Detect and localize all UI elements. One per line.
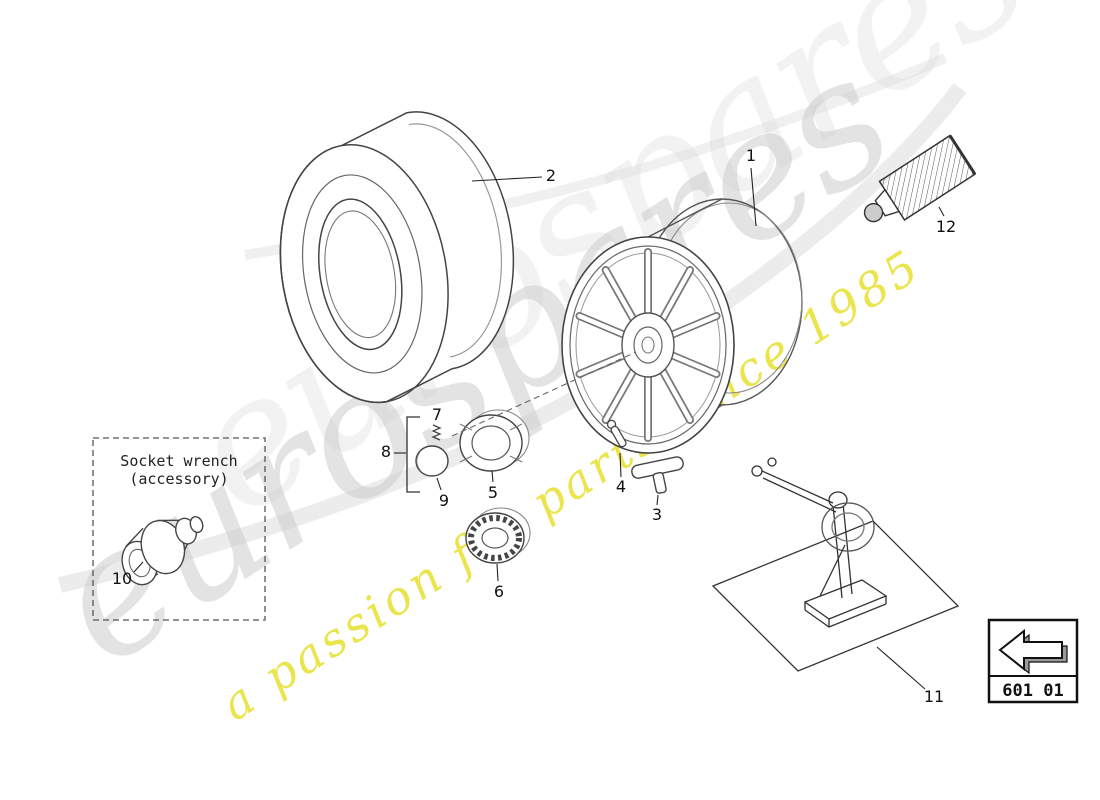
tire-drawing xyxy=(279,111,515,404)
section-nav-box[interactable]: 601 01 xyxy=(987,618,1079,704)
socket-wrench-box: Socket wrench (accessory) xyxy=(92,437,266,621)
leader-line-1 xyxy=(750,167,757,227)
socket-wrench-drawing xyxy=(121,516,204,586)
leader-line-3 xyxy=(656,494,659,506)
valve-stem-drawing xyxy=(606,419,627,448)
pin-drawing xyxy=(431,424,442,441)
part-label-2: 2 xyxy=(546,166,556,185)
leader-line-9 xyxy=(436,477,442,491)
bracket-8 xyxy=(406,416,420,493)
part-label-4: 4 xyxy=(616,477,626,496)
part-label-9: 9 xyxy=(439,491,449,510)
part-label-6: 6 xyxy=(494,582,504,601)
wheel-drawing xyxy=(561,198,803,454)
wheel-spokes xyxy=(575,248,721,442)
leader-line-5 xyxy=(491,470,494,483)
lock-ring-drawing xyxy=(459,409,530,472)
leader-line-10 xyxy=(133,561,144,573)
leader-lines xyxy=(133,167,945,690)
accessory-label-line2: (accessory) xyxy=(129,470,228,488)
watermark: eurospares eurospares a passion for part… xyxy=(17,0,1058,731)
back-arrow-icon xyxy=(998,628,1068,675)
cap-drawing xyxy=(415,445,449,477)
part-label-11: 11 xyxy=(924,687,944,706)
tube-drawing xyxy=(863,134,977,223)
part-label-8: 8 xyxy=(381,442,391,461)
accessory-label-line1: Socket wrench xyxy=(120,452,237,470)
ground-diamond xyxy=(711,520,960,672)
toothed-ring-drawing xyxy=(465,507,531,564)
assembly-axis-dashed-line xyxy=(451,351,637,437)
leader-line-4 xyxy=(619,452,622,478)
valve-tool-drawing xyxy=(631,456,684,494)
part-label-1: 1 xyxy=(746,146,756,165)
tube-cap xyxy=(863,202,884,223)
part-label-12: 12 xyxy=(936,217,956,236)
part-label-5: 5 xyxy=(488,483,498,502)
leader-line-12 xyxy=(938,206,945,217)
part-label-7: 7 xyxy=(432,405,442,424)
part-label-10: 10 xyxy=(112,569,132,588)
wheel-hub xyxy=(621,312,675,378)
leader-line-6 xyxy=(496,563,499,582)
part-label-3: 3 xyxy=(652,505,662,524)
accessory-dashed-border xyxy=(92,437,266,621)
leader-line-2 xyxy=(471,176,543,182)
leader-line-11 xyxy=(876,646,926,690)
page-code-label: 601 01 xyxy=(1002,681,1063,701)
stand-drawing xyxy=(711,457,960,672)
